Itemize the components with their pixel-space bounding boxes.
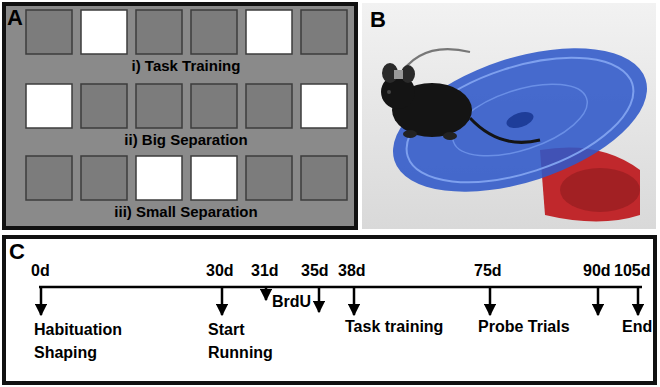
day-label: 0d <box>31 262 50 279</box>
text-slot: 0d <box>31 262 50 280</box>
text-slot: BrdU <box>272 293 311 311</box>
panel-a-illustration <box>4 4 356 228</box>
text-slot: 31d <box>251 262 279 280</box>
text-slot: Start Running <box>208 318 292 364</box>
day-label: 35d <box>301 262 329 279</box>
text-slot: iii) Small Separation <box>114 203 257 221</box>
panel-letter: B <box>370 7 386 32</box>
text-slot: 38d <box>338 262 366 280</box>
condition-label: i) Task Training <box>132 57 241 74</box>
text-slot: 35d <box>301 262 329 280</box>
day-label: 105d <box>614 262 650 279</box>
timeline <box>39 287 642 315</box>
panel-letter: C <box>9 239 25 264</box>
event-label: BrdU <box>272 293 311 310</box>
text-slot: 105d <box>614 262 650 280</box>
text-slot: C <box>9 239 25 265</box>
event-label: Start Running <box>208 321 273 361</box>
condition-label: iii) Small Separation <box>114 203 257 220</box>
day-label: 30d <box>206 262 234 279</box>
day-label: 75d <box>474 262 502 279</box>
text-slot: End <box>622 318 652 336</box>
day-label: 38d <box>338 262 366 279</box>
panel-frame: Ai) Task Training ii) Big Separation iii) … <box>2 2 358 230</box>
running-wheel-photo <box>362 3 660 229</box>
text-slot: A <box>7 5 23 31</box>
text-slot: 30d <box>206 262 234 280</box>
event-label: Probe Trials <box>478 318 570 335</box>
event-label: Habituation Shaping <box>34 321 122 361</box>
text-slot: B <box>370 7 386 33</box>
text-slot: 90d <box>583 262 611 280</box>
panel-letter: A <box>7 5 23 30</box>
day-label: 31d <box>251 262 279 279</box>
text-slot: Task training <box>345 318 443 336</box>
text-slot: ii) Big Separation <box>124 131 247 149</box>
text-slot: 75d <box>474 262 502 280</box>
text-slot: Habituation Shaping <box>34 318 146 364</box>
day-label: 90d <box>583 262 611 279</box>
condition-label: ii) Big Separation <box>124 131 247 148</box>
timeline-frame: C 0d 30d 31d 35d 38d 75d 90d105dHabituation Sha… <box>2 235 657 385</box>
text-slot: Probe Trials <box>478 318 570 336</box>
event-label: End <box>622 318 652 335</box>
text-slot: i) Task Training <box>132 57 241 75</box>
event-label: Task training <box>345 318 443 335</box>
